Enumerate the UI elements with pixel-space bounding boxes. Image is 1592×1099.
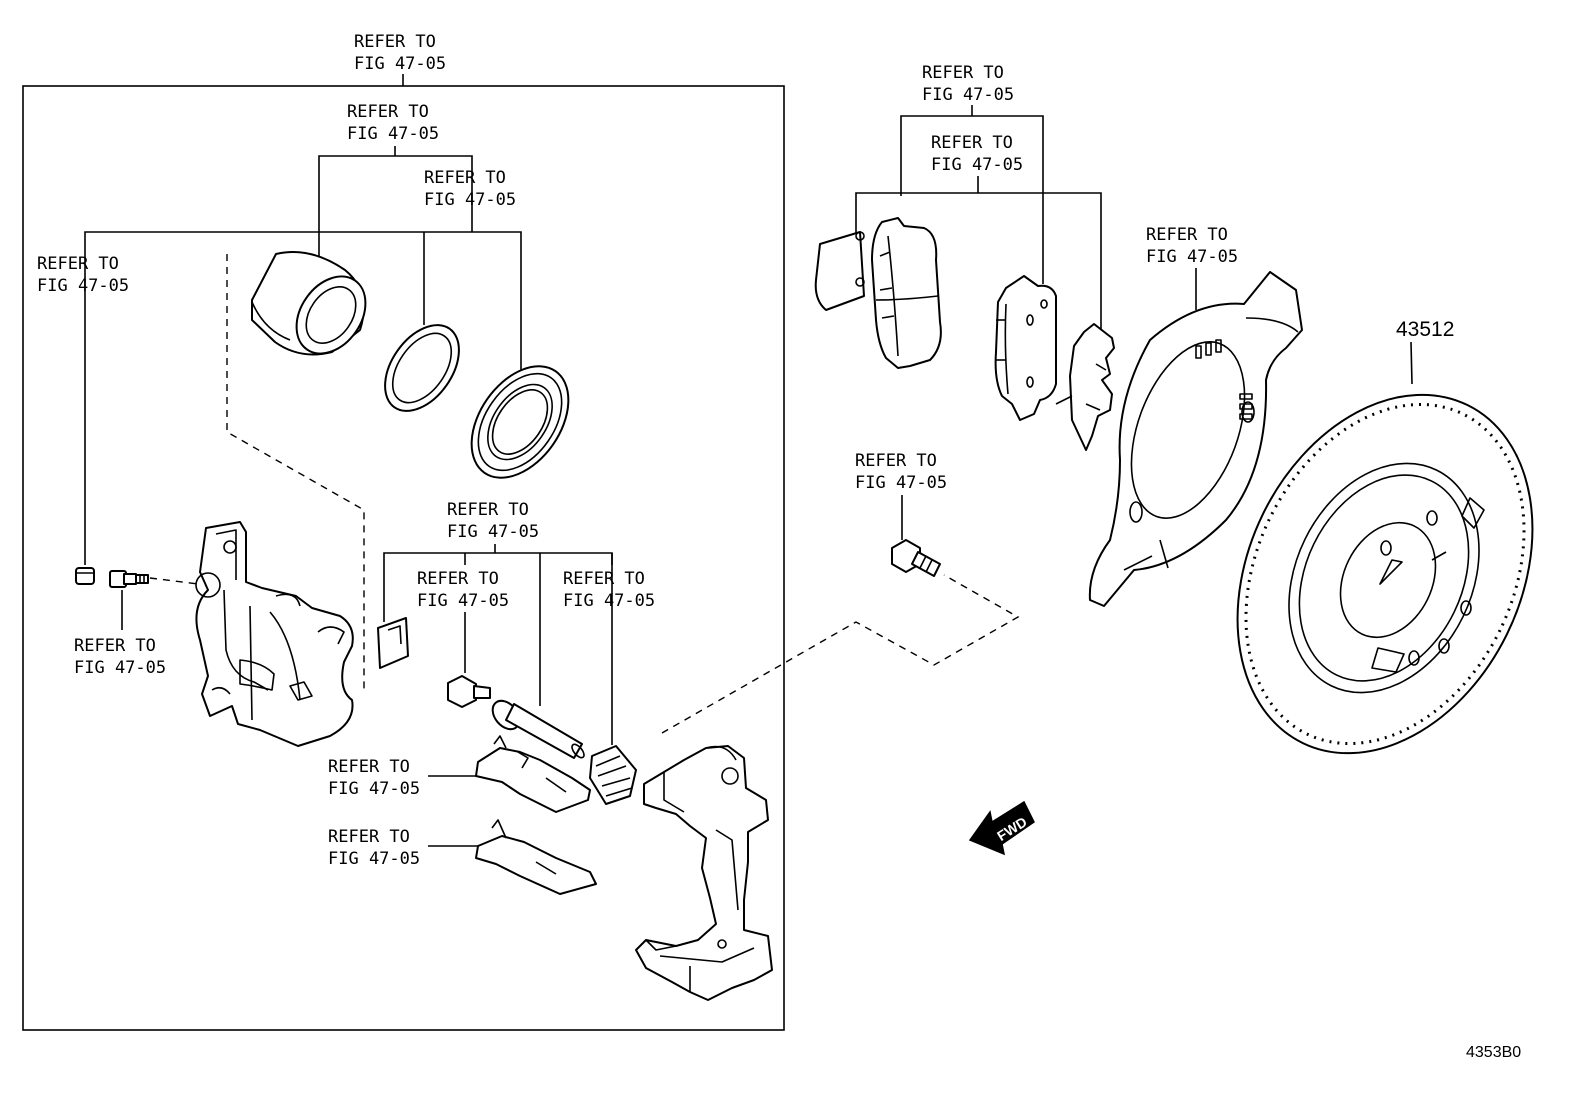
caliper-piston [251, 251, 367, 356]
svg-text:FIG 47-05: FIG 47-05 [328, 849, 420, 869]
disc-brake-pad-inner [994, 275, 1057, 421]
leader-lines-right [855, 105, 1413, 540]
svg-text:FIG 47-05: FIG 47-05 [354, 54, 446, 74]
svg-text:FIG 47-05: FIG 47-05 [1146, 247, 1238, 267]
assembly-dashed-lines [149, 254, 1020, 734]
svg-text:REFER TO: REFER TO [563, 569, 645, 589]
svg-text:FIG 47-05: FIG 47-05 [855, 473, 947, 493]
svg-text:FIG 47-05: FIG 47-05 [328, 779, 420, 799]
leader-lines-left [84, 146, 613, 847]
svg-text:FIG 47-05: FIG 47-05 [347, 124, 439, 144]
svg-text:FIG 47-05: FIG 47-05 [922, 85, 1014, 105]
svg-text:FIG 47-05: FIG 47-05 [74, 658, 166, 678]
pad-support-plate-upper [475, 735, 591, 813]
ref-label-r8: REFER TO FIG 47-05 [563, 569, 655, 611]
ref-label-r6: REFER TO FIG 47-05 [447, 500, 539, 542]
caution-plate [377, 617, 409, 669]
svg-text:REFER TO: REFER TO [347, 102, 429, 122]
pad-support-plate-lower [475, 819, 597, 895]
dust-cover [1088, 271, 1303, 607]
ref-label-r10: REFER TO FIG 47-05 [328, 827, 420, 869]
ref-label-r3: REFER TO FIG 47-05 [424, 168, 516, 210]
svg-text:REFER TO: REFER TO [931, 133, 1013, 153]
cylinder-slide-pin [491, 699, 585, 759]
part-number-label: 43512 [1396, 318, 1454, 341]
bleeder-cap [75, 567, 95, 585]
flange-bolt [891, 539, 941, 577]
ref-label-r9: REFER TO FIG 47-05 [328, 757, 420, 799]
svg-text:FIG 47-05: FIG 47-05 [37, 276, 129, 296]
svg-text:REFER TO: REFER TO [424, 168, 506, 188]
ref-label-r1: REFER TO FIG 47-05 [354, 32, 446, 74]
ref-label-r11: REFER TO FIG 47-05 [922, 63, 1014, 105]
caliper-mounting-bracket [635, 745, 773, 1001]
ref-label-r13: REFER TO FIG 47-05 [1146, 225, 1238, 267]
svg-text:REFER TO: REFER TO [1146, 225, 1228, 245]
illustration-code: 4353B0 [1466, 1044, 1521, 1061]
piston-seal [384, 324, 460, 412]
ref-label-r12: REFER TO FIG 47-05 [931, 133, 1023, 175]
slide-bushing-boot [589, 745, 637, 805]
svg-text:REFER TO: REFER TO [354, 32, 436, 52]
cylinder-boot [470, 365, 570, 479]
caliper-assembly-frame [22, 85, 785, 1031]
svg-text:REFER TO: REFER TO [328, 827, 410, 847]
slide-pin-bolt [447, 675, 491, 708]
caliper-cylinder-body [195, 521, 354, 747]
svg-text:REFER TO: REFER TO [855, 451, 937, 471]
svg-text:REFER TO: REFER TO [922, 63, 1004, 83]
disc-brake-pad-outer [814, 217, 942, 369]
svg-text:FIG 47-05: FIG 47-05 [563, 591, 655, 611]
ref-label-r4: REFER TO FIG 47-05 [37, 254, 129, 296]
svg-text:REFER TO: REFER TO [74, 636, 156, 656]
svg-text:REFER TO: REFER TO [447, 500, 529, 520]
svg-text:FIG 47-05: FIG 47-05 [447, 522, 539, 542]
anti-squeal-shim [1055, 323, 1115, 451]
svg-text:FIG 47-05: FIG 47-05 [417, 591, 509, 611]
svg-text:REFER TO: REFER TO [417, 569, 499, 589]
ref-label-r2: REFER TO FIG 47-05 [347, 102, 439, 144]
svg-text:REFER TO: REFER TO [37, 254, 119, 274]
svg-text:REFER TO: REFER TO [328, 757, 410, 777]
front-disc-rotor [1236, 393, 1534, 755]
bleeder-plug [109, 570, 149, 588]
svg-text:FIG 47-05: FIG 47-05 [424, 190, 516, 210]
ref-label-r14: REFER TO FIG 47-05 [855, 451, 947, 493]
svg-text:FIG 47-05: FIG 47-05 [931, 155, 1023, 175]
ref-label-r5: REFER TO FIG 47-05 [74, 636, 166, 678]
fwd-arrow-icon: FWD [968, 800, 1035, 856]
ref-label-r7: REFER TO FIG 47-05 [417, 569, 509, 611]
